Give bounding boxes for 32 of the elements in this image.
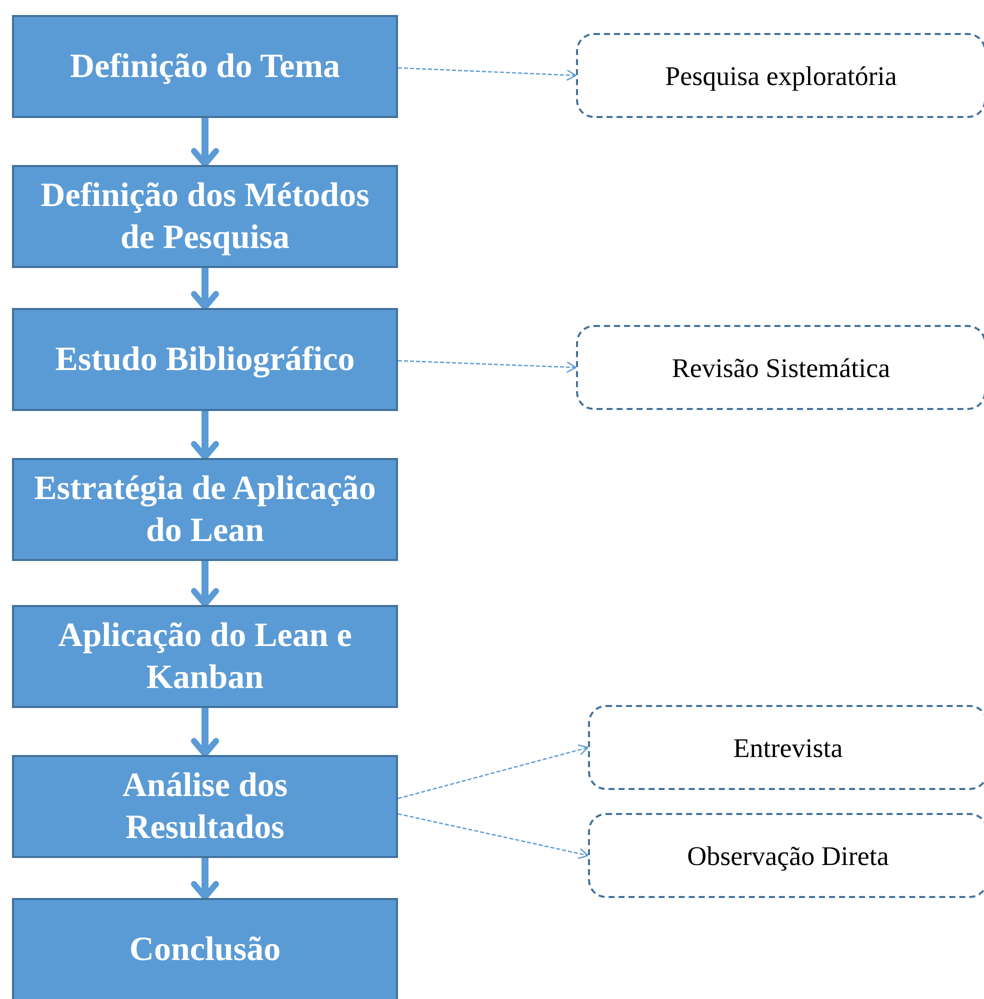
arrow — [191, 858, 219, 900]
node-text: Revisão Sistemática — [672, 352, 890, 384]
node-text: Definição do Tema — [70, 46, 340, 86]
arrow — [191, 118, 219, 167]
arrow — [191, 268, 219, 310]
process-box — [12, 165, 398, 268]
process-box — [12, 605, 398, 708]
process-box — [12, 755, 398, 858]
node-text: Conclusão — [129, 930, 281, 970]
method-box — [576, 325, 984, 410]
process-box — [12, 308, 398, 411]
node-text: Estratégia de Aplicação do Lean — [33, 468, 377, 550]
arrow — [398, 67, 577, 81]
arrow — [191, 411, 219, 460]
arrow — [398, 360, 577, 373]
node-text: Observação Direta — [687, 840, 889, 872]
arrow — [191, 708, 219, 757]
method-box — [588, 813, 984, 898]
node-text: Análise dos Resultados — [121, 766, 289, 848]
node-text: Definição dos Métodos de Pesquisa — [40, 176, 370, 258]
method-box — [576, 33, 984, 118]
process-box — [12, 458, 398, 561]
process-box — [12, 898, 398, 999]
method-box — [588, 705, 984, 790]
node-text: Aplicação do Lean e Kanban — [57, 616, 353, 698]
arrow — [398, 744, 589, 800]
arrow — [398, 813, 589, 860]
arrow — [191, 561, 219, 607]
process-box — [12, 15, 398, 118]
node-text: Entrevista — [733, 732, 843, 764]
node-text: Pesquisa exploratória — [665, 60, 897, 92]
node-text: Estudo Bibliográfico — [55, 340, 355, 380]
